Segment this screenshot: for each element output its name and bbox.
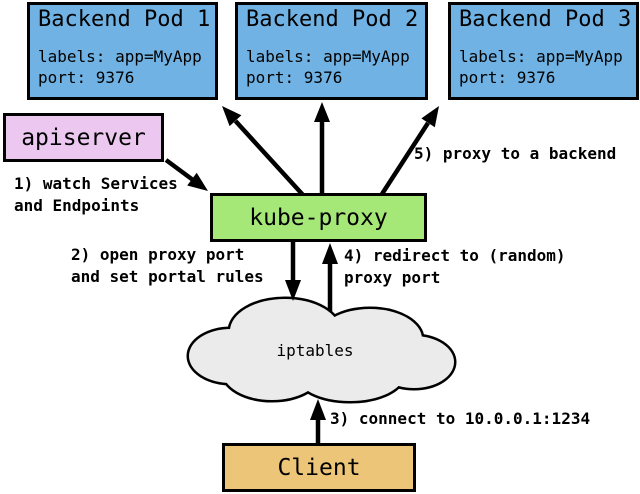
backend-pod-1-box: Backend Pod 1 labels: app=MyApp port: 93… xyxy=(27,2,218,100)
arrow-kubeproxy-to-pod3 xyxy=(380,106,439,196)
step5-proxy-backend-label: 5) proxy to a backend xyxy=(414,144,617,163)
kube-proxy-label: kube-proxy xyxy=(249,204,388,231)
step1-watch-services-label: 1) watch Services and Endpoints xyxy=(14,174,178,215)
backend-pod-3-box: Backend Pod 3 labels: app=MyApp port: 93… xyxy=(448,2,639,100)
pod-title: Backend Pod 2 xyxy=(246,7,419,32)
arrow-kubeproxy-to-iptables xyxy=(285,242,301,301)
step2-open-proxy-port-label: 2) open proxy port and set portal rules xyxy=(71,245,264,286)
iptables-cloud xyxy=(186,296,457,404)
arrow-iptables-to-kubeproxy xyxy=(322,243,338,311)
pod-labels: labels: app=MyApp xyxy=(459,47,623,66)
iptables-label: iptables xyxy=(276,341,354,360)
apiserver-label: apiserver xyxy=(21,124,146,151)
step3-connect-label: 3) connect to 10.0.0.1:1234 xyxy=(330,409,591,428)
pod-labels: labels: app=MyApp xyxy=(38,47,202,66)
pod-title: Backend Pod 3 xyxy=(459,7,632,32)
pod-port: port: 9376 xyxy=(246,68,343,87)
arrow-kubeproxy-to-pod1 xyxy=(222,106,305,197)
apiserver-box: apiserver xyxy=(3,113,164,162)
client-label: Client xyxy=(277,454,361,481)
pod-title: Backend Pod 1 xyxy=(38,7,211,32)
arrow-apiserver-to-kubeproxy xyxy=(164,158,208,191)
arrow-client-to-iptables xyxy=(310,399,326,443)
client-box: Client xyxy=(222,443,416,492)
backend-pod-2-box: Backend Pod 2 labels: app=MyApp port: 93… xyxy=(235,2,428,100)
arrow-kubeproxy-to-pod2 xyxy=(314,102,330,194)
pod-port: port: 9376 xyxy=(38,68,135,87)
pod-port: port: 9376 xyxy=(459,68,556,87)
step4-redirect-label: 4) redirect to (random) proxy port xyxy=(344,246,566,287)
kube-proxy-box: kube-proxy xyxy=(210,193,427,242)
pod-labels: labels: app=MyApp xyxy=(246,47,410,66)
